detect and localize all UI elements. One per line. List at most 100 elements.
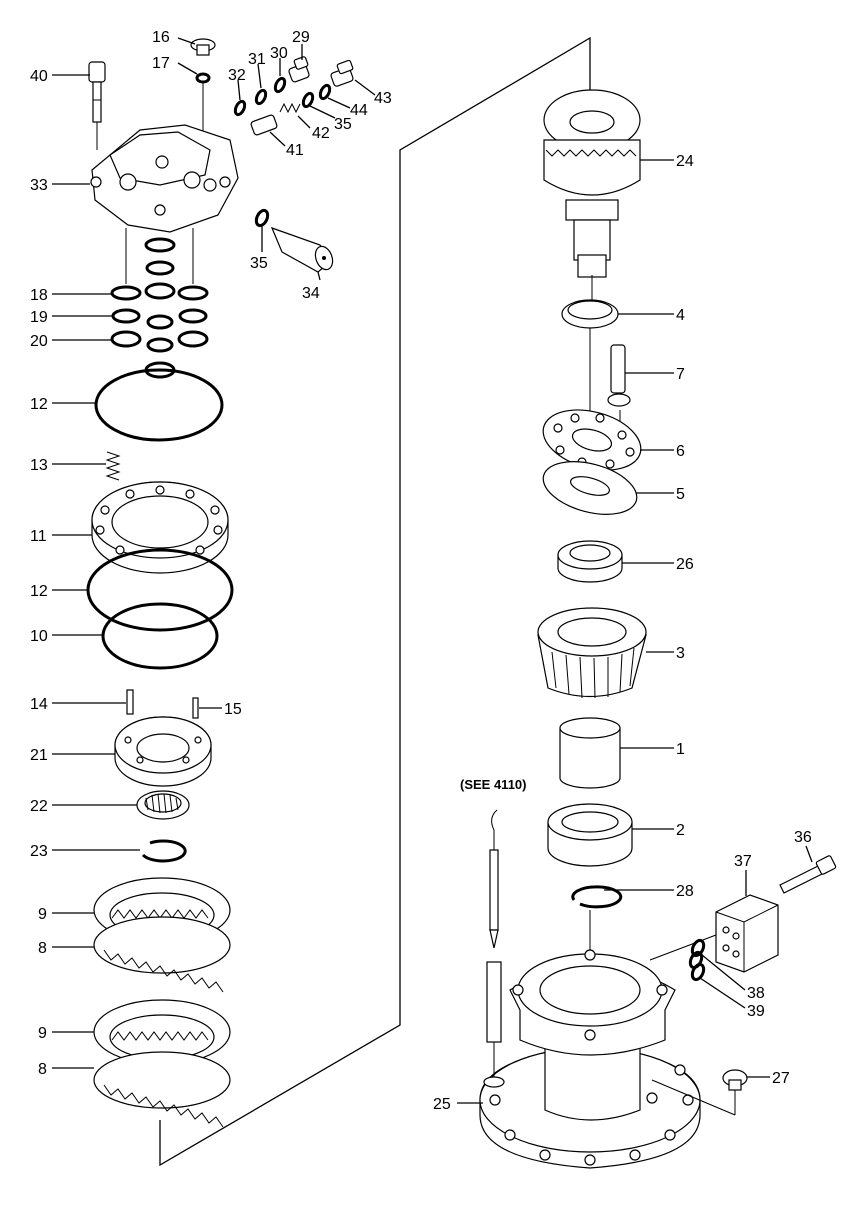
callout-3: 3 (676, 645, 685, 662)
callout-26: 26 (676, 556, 694, 573)
part-plate-8a (93, 916, 231, 993)
callout-37: 37 (734, 853, 752, 870)
callout-24: 24 (676, 153, 694, 170)
part-bearing-3 (537, 607, 647, 699)
callout-2: 2 (676, 822, 685, 839)
leader-41 (269, 131, 286, 147)
part-oring-35b (254, 208, 270, 228)
callout-23: 23 (30, 843, 48, 860)
part-oring-17 (195, 72, 211, 84)
leader-44 (327, 97, 351, 109)
part-pin-7 (607, 344, 631, 407)
callout-41: 41 (286, 142, 304, 159)
callout-30: 30 (270, 45, 288, 62)
leader-plug-27b (651, 1079, 736, 1116)
part-valve-block-37 (715, 894, 779, 973)
part-sleeve-1 (559, 717, 621, 789)
callout-21: 21 (30, 747, 48, 764)
callout-17: 17 (152, 55, 170, 72)
part-spool-41 (250, 114, 278, 136)
part-dipstick (483, 809, 505, 1088)
part-oring-44 (318, 83, 332, 101)
part-washer-4 (561, 299, 619, 329)
part-oring-10 (101, 602, 219, 670)
part-oring-35a (301, 91, 315, 109)
part-oring-12a (94, 368, 224, 442)
part-shaft-34 (270, 226, 334, 273)
part-spring-13 (105, 451, 121, 481)
part-seal-stack (110, 237, 209, 379)
callout-14: 14 (30, 696, 48, 713)
callout-9a: 9 (38, 906, 47, 923)
leader-43 (354, 79, 376, 96)
part-pin-14 (126, 689, 134, 715)
callout-20: 20 (30, 333, 48, 350)
callout-12a: 12 (30, 396, 48, 413)
leader-42 (297, 115, 311, 129)
part-pin-15 (192, 697, 199, 719)
callout-9b: 9 (38, 1025, 47, 1042)
callout-1: 1 (676, 741, 685, 758)
part-plate-21 (114, 716, 212, 787)
part-oring-39 (690, 962, 706, 982)
part-plug-16 (190, 38, 216, 56)
callout-42: 42 (312, 125, 330, 142)
part-plate-6 (542, 409, 642, 471)
leader-39 (699, 977, 746, 1009)
part-ring-26 (557, 540, 623, 583)
leader-16 (177, 37, 196, 45)
part-housing-25 (479, 949, 701, 1169)
part-plug-43 (330, 59, 354, 87)
part-plug-29 (288, 56, 310, 83)
callout-34: 34 (302, 285, 320, 302)
part-bolt-36 (779, 855, 837, 894)
part-ring-2 (547, 803, 633, 867)
part-snapring-23 (141, 839, 187, 863)
callout-40: 40 (30, 68, 48, 85)
callout-18: 18 (30, 287, 48, 304)
part-plate-9b (93, 999, 231, 1065)
leader-38 (701, 954, 746, 991)
assembly-continuation-line (159, 36, 591, 1167)
callout-27: 27 (772, 1070, 790, 1087)
callout-13: 13 (30, 457, 48, 474)
callout-44: 44 (350, 102, 368, 119)
leader-17b (177, 62, 198, 75)
part-plate-11 (91, 481, 229, 574)
callout-35a: 35 (334, 116, 352, 133)
callout-12b: 12 (30, 583, 48, 600)
part-oring-30 (273, 76, 287, 94)
leader-35a (309, 105, 336, 119)
part-plate-8b (93, 1051, 231, 1128)
part-spring-42 (279, 102, 301, 114)
callout-29: 29 (292, 29, 310, 46)
part-housing-33 (90, 124, 239, 233)
leader-36 (805, 845, 813, 863)
callout-32: 32 (228, 67, 246, 84)
see-reference-note: (SEE 4110) (460, 777, 527, 792)
callout-8b: 8 (38, 1061, 47, 1078)
callout-38: 38 (747, 985, 765, 1002)
part-oring-31 (254, 88, 268, 106)
part-shaft-24 (543, 89, 641, 278)
callout-36: 36 (794, 829, 812, 846)
callout-39: 39 (747, 1003, 765, 1020)
callout-16: 16 (152, 29, 170, 46)
callout-6: 6 (676, 443, 685, 460)
leader-32 (237, 79, 241, 101)
part-bearing-22 (136, 790, 190, 820)
leader-31 (257, 63, 262, 89)
callout-7: 7 (676, 366, 685, 383)
part-plate-5 (542, 461, 638, 515)
callout-4: 4 (676, 307, 685, 324)
part-snapring-28 (571, 885, 623, 909)
callout-5: 5 (676, 486, 685, 503)
callout-43: 43 (374, 90, 392, 107)
callout-28: 28 (676, 883, 694, 900)
callout-31: 31 (248, 51, 266, 68)
callout-10: 10 (30, 628, 48, 645)
leader-block (649, 934, 717, 961)
callout-35b: 35 (250, 255, 268, 272)
